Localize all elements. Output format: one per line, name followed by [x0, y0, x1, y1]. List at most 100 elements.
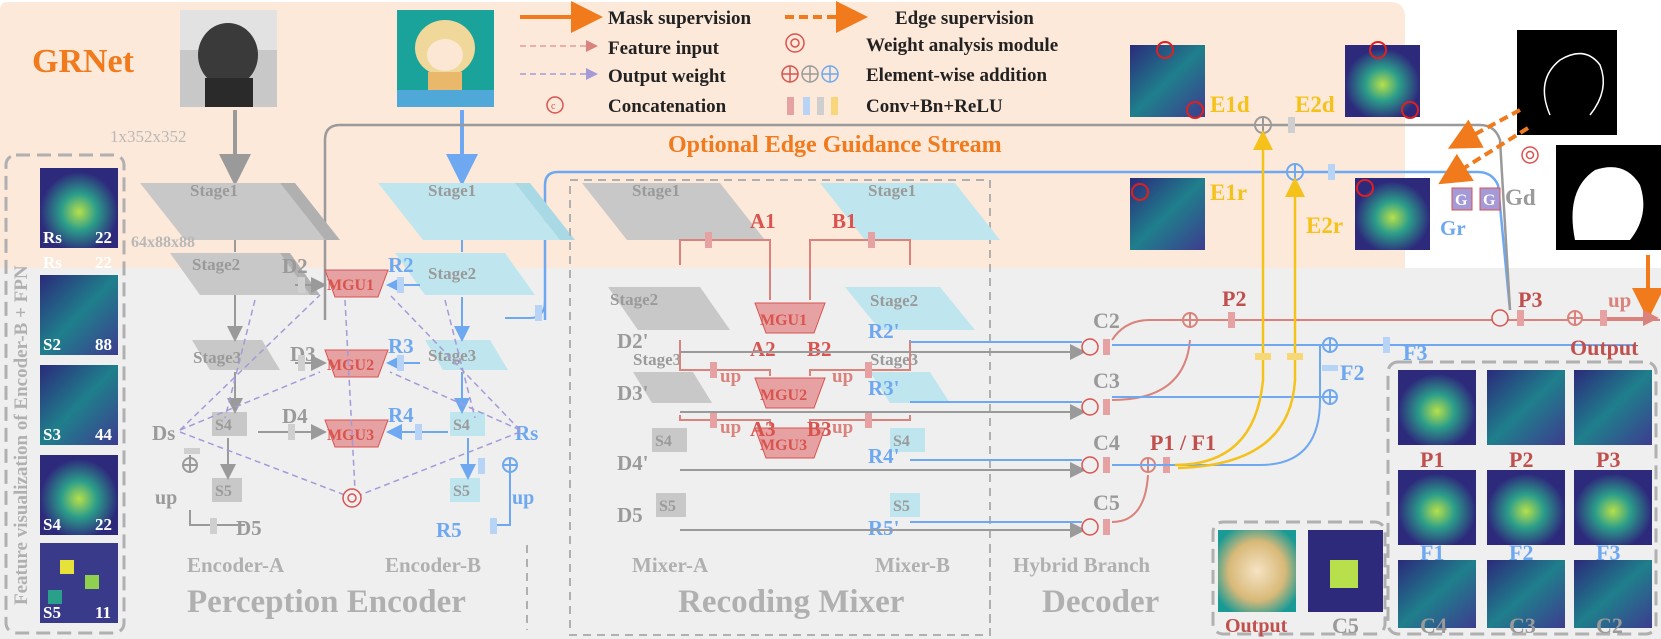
edge-map-e2d: [1345, 41, 1420, 119]
encoder-a: Stage1 64x88x88 Stage2 Stage3 S4 S5 D2 D…: [131, 181, 340, 577]
decoder-lines: [680, 130, 1660, 538]
viz-rs: Rs 22: [40, 168, 118, 248]
label-e1r: E1r: [1210, 180, 1247, 205]
upper-peach-panel: [0, 2, 1405, 268]
svg-text:R5: R5: [436, 518, 462, 542]
svg-text:S4: S4: [893, 433, 910, 450]
svg-text:C4: C4: [1093, 430, 1120, 455]
svg-text:88: 88: [95, 335, 112, 354]
svg-text:Encoder-A: Encoder-A: [187, 553, 285, 577]
label-e2d: E2d: [1295, 92, 1335, 117]
svg-text:D3': D3': [617, 381, 649, 405]
svg-text:D5: D5: [236, 516, 262, 540]
left-panel-caption: Feature visualization of Encoder-B + FPN: [11, 265, 32, 605]
svg-text:A3: A3: [750, 417, 776, 441]
svg-text:P2: P2: [1509, 447, 1533, 472]
svg-text:C2: C2: [1093, 308, 1120, 333]
legend-weight-analysis: Weight analysis module: [866, 35, 1058, 56]
svg-text:R2: R2: [388, 253, 414, 277]
mixer-a: Stage1 Stage2 Stage3 S4 S5 D2' D3' D4' D…: [582, 181, 765, 577]
svg-text:P3: P3: [1518, 287, 1542, 312]
svg-text:MGU2: MGU2: [760, 387, 807, 404]
gt-edge-image: [1517, 30, 1617, 135]
svg-text:P1 / F1: P1 / F1: [1150, 430, 1216, 455]
svg-text:Stage3: Stage3: [193, 348, 241, 367]
svg-text:S5: S5: [659, 498, 676, 515]
svg-text:up: up: [512, 487, 534, 509]
output-viz-panel: [1386, 360, 1658, 636]
dim-input: 1x352x352: [110, 127, 187, 146]
rgb-input-image: [397, 10, 494, 107]
label-e1d: E1d: [1210, 92, 1250, 117]
svg-text:D2: D2: [282, 254, 308, 278]
svg-text:up: up: [832, 366, 853, 387]
mixer-mgu-blocks: MGU1 MGU2 MGU3 A1 B1 A2 B2 A3 B3 up up u…: [679, 209, 911, 459]
svg-text:MGU3: MGU3: [327, 427, 374, 444]
svg-text:Rs: Rs: [515, 421, 538, 445]
svg-text:S3: S3: [43, 425, 61, 444]
legend-feature-input: Feature input: [608, 38, 720, 59]
svg-text:C5: C5: [1093, 490, 1120, 515]
svg-text:G: G: [1455, 192, 1468, 209]
mixer-b: Stage1 Stage2 Stage3 S4 S5 R2' R3' R4' R…: [820, 181, 1000, 577]
svg-text:up: up: [720, 417, 741, 438]
svg-text:S4: S4: [43, 515, 61, 534]
legend-conv: Conv+Bn+ReLU: [866, 96, 1003, 117]
svg-text:Output: Output: [1570, 335, 1639, 360]
svg-text:Stage1: Stage1: [632, 181, 680, 200]
svg-text:R3: R3: [388, 334, 414, 358]
svg-text:Hybrid Branch: Hybrid Branch: [1013, 553, 1150, 577]
svg-text:Stage1: Stage1: [868, 181, 916, 200]
svg-text:A2: A2: [750, 337, 776, 361]
svg-text:44: 44: [95, 425, 113, 444]
svg-text:up: up: [832, 417, 853, 438]
svg-text:D5: D5: [617, 503, 643, 527]
svg-text:22: 22: [95, 228, 112, 247]
edge-gray-line: [323, 123, 1250, 320]
svg-text:22: 22: [95, 515, 112, 534]
svg-text:C3: C3: [1509, 613, 1536, 638]
svg-text:MGU1: MGU1: [760, 312, 807, 329]
svg-text:Mixer-A: Mixer-A: [632, 553, 709, 577]
svg-text:P3: P3: [1596, 447, 1620, 472]
encoder-mgu-blocks: MGU1 MGU2 MGU3: [179, 269, 521, 508]
section-perception-encoder: Perception Encoder: [187, 584, 466, 620]
svg-text:Stage2: Stage2: [870, 291, 918, 310]
left-viz-panel: [4, 153, 126, 635]
svg-text:R5': R5': [868, 516, 900, 540]
svg-text:S4: S4: [215, 417, 232, 434]
edge-map-e1r: [1130, 178, 1205, 250]
svg-text:Stage3: Stage3: [428, 346, 476, 365]
svg-text:F2: F2: [1340, 360, 1364, 385]
svg-text:c: c: [551, 101, 556, 112]
label-gd: Gd: [1505, 185, 1536, 210]
svg-text:A1: A1: [750, 209, 776, 233]
legend-edge: Edge supervision: [895, 8, 1034, 29]
svg-text:C2: C2: [1596, 613, 1623, 638]
viz-s3: S3 44: [40, 365, 118, 445]
svg-text:C5: C5: [1332, 613, 1359, 638]
svg-text:S5: S5: [43, 603, 61, 622]
viz-s2: S2 88: [40, 275, 118, 355]
svg-text:Mixer-B: Mixer-B: [875, 553, 950, 577]
g-module-d: G: [1479, 187, 1501, 211]
gt-mask-image: [1556, 145, 1661, 250]
svg-text:Stage3: Stage3: [633, 350, 681, 369]
svg-text:S4: S4: [655, 433, 672, 450]
svg-text:P1: P1: [1420, 447, 1444, 472]
svg-text:D4: D4: [282, 404, 308, 428]
legend-addition: Element-wise addition: [866, 65, 1047, 86]
svg-text:S5: S5: [893, 498, 910, 515]
legend-concat: Concatenation: [608, 96, 727, 117]
svg-text:Stage2: Stage2: [610, 290, 658, 309]
svg-text:B2: B2: [807, 337, 832, 361]
svg-text:P2: P2: [1222, 286, 1246, 311]
section-recoding-mixer: Recoding Mixer: [678, 584, 904, 620]
svg-text:S5: S5: [453, 483, 470, 500]
legend-output-weight: Output weight: [608, 66, 726, 87]
svg-text:S2: S2: [43, 335, 61, 354]
edge-map-e2r: [1355, 178, 1430, 250]
svg-text:MGU3: MGU3: [760, 437, 807, 454]
label-e2r: E2r: [1306, 213, 1343, 238]
viz-rs-shadow-name: Rs: [43, 253, 62, 272]
